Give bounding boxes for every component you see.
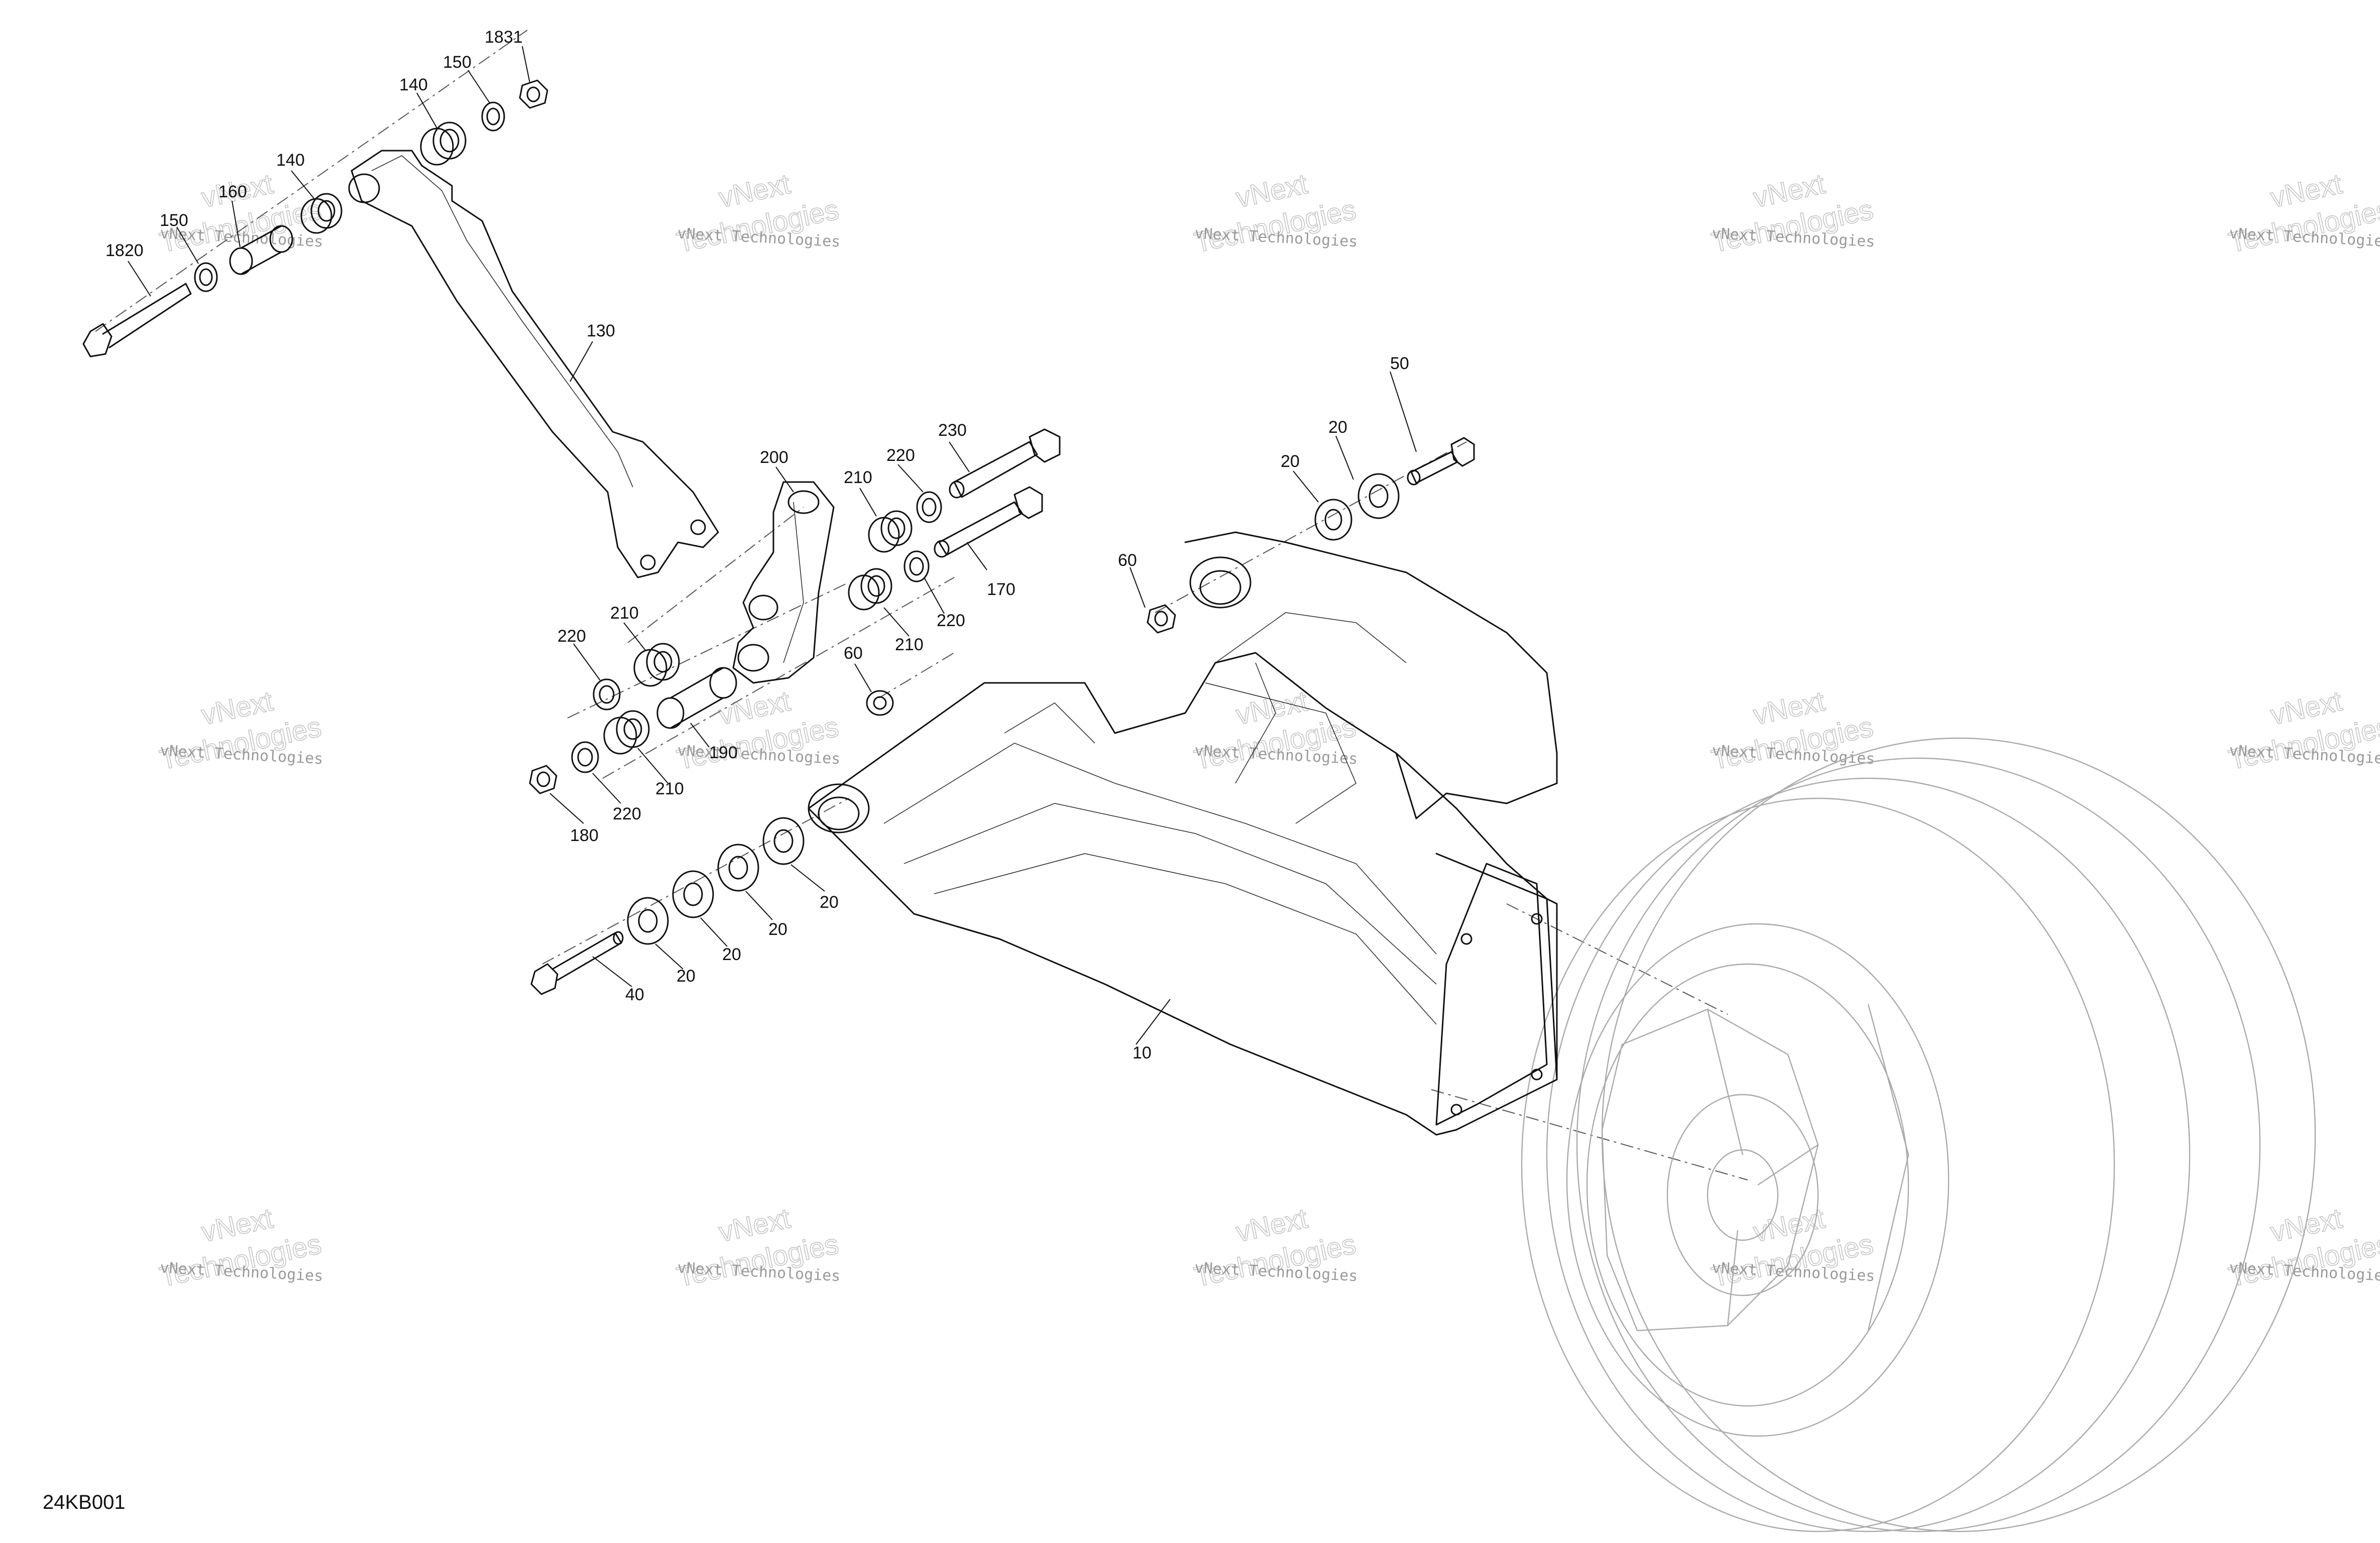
callout-50: 50: [1390, 354, 1409, 373]
bearing-20-lower-1: [762, 817, 805, 865]
callout-170: 170: [987, 580, 1015, 599]
nut-60-lower: [866, 690, 894, 716]
callout-1820: 1820: [105, 241, 144, 260]
hardware: [82, 79, 1475, 995]
callout-140: 140: [399, 75, 428, 94]
callout-1831: 1831: [485, 28, 523, 47]
callout-220: 220: [937, 611, 965, 630]
wheel-assembly: [1521, 737, 2316, 1532]
callout-20: 20: [676, 967, 696, 986]
callout-220: 220: [886, 446, 915, 465]
washer-220-bottom: [571, 741, 599, 773]
washer-150-right: [481, 101, 505, 132]
callout-20: 20: [1328, 418, 1347, 437]
bearing-140-left: [300, 193, 343, 234]
callout-210: 210: [655, 779, 684, 798]
bolt-170: [934, 486, 1043, 558]
assembly-axes: [95, 30, 1748, 1180]
callout-220: 220: [557, 627, 586, 646]
bushing-160: [229, 225, 293, 275]
bearing-20-upper-left: [1314, 499, 1352, 541]
leader-lines: [128, 46, 1417, 1045]
callout-230: 230: [938, 421, 967, 440]
callout-140: 140: [276, 151, 305, 170]
callout-60: 60: [1118, 551, 1137, 570]
bearing-20-lower-2: [717, 844, 759, 892]
callout-150: 150: [160, 211, 188, 230]
bolt-50: [1407, 437, 1475, 486]
bearing-140-right: [420, 122, 467, 166]
callout-150: 150: [443, 53, 472, 72]
callout-labels: 1831 150 140 140 160 150 1820 130 230 20…: [105, 28, 1409, 1062]
callout-40: 40: [625, 985, 644, 1004]
linkage-arm: [348, 150, 719, 578]
callout-200: 200: [760, 448, 788, 467]
callout-190: 190: [709, 743, 738, 762]
callout-210: 210: [844, 468, 872, 487]
bearing-20-lower-3: [672, 870, 714, 918]
washer-150-left: [194, 262, 218, 292]
bearing-210-upper: [868, 510, 913, 553]
bolt-40: [530, 931, 624, 995]
callout-180: 180: [570, 826, 599, 845]
callout-60: 60: [844, 644, 863, 663]
diagram-code: 24KB001: [43, 1491, 126, 1513]
bearing-210-middle: [848, 568, 892, 611]
nut-60-upper: [1147, 604, 1176, 634]
callout-10: 10: [1132, 1043, 1152, 1062]
bearing-20-upper-right: [1357, 473, 1400, 519]
swing-arm: [808, 531, 1558, 1136]
callout-220: 220: [613, 804, 641, 823]
callout-20: 20: [768, 920, 787, 939]
nut-180: [529, 765, 557, 794]
bolt-230: [949, 428, 1061, 499]
bearing-210-bottom: [603, 710, 650, 755]
callout-210: 210: [895, 635, 924, 654]
rocker-bracket: [732, 481, 835, 684]
washer-220-middle: [903, 550, 930, 582]
bearing-20-lower-4: [627, 897, 669, 945]
washer-220-lower-left: [593, 678, 621, 710]
bearing-210-lower-left: [633, 643, 680, 687]
nut-1831: [519, 79, 548, 109]
callout-130: 130: [587, 321, 615, 340]
callout-20: 20: [820, 893, 839, 912]
bolt-1820: [82, 283, 192, 358]
callout-210: 210: [610, 604, 639, 623]
bushing-190: [656, 667, 737, 729]
washer-220-upper: [916, 491, 942, 523]
callout-20: 20: [1281, 452, 1300, 471]
callout-20: 20: [722, 945, 741, 964]
callout-160: 160: [218, 182, 247, 201]
